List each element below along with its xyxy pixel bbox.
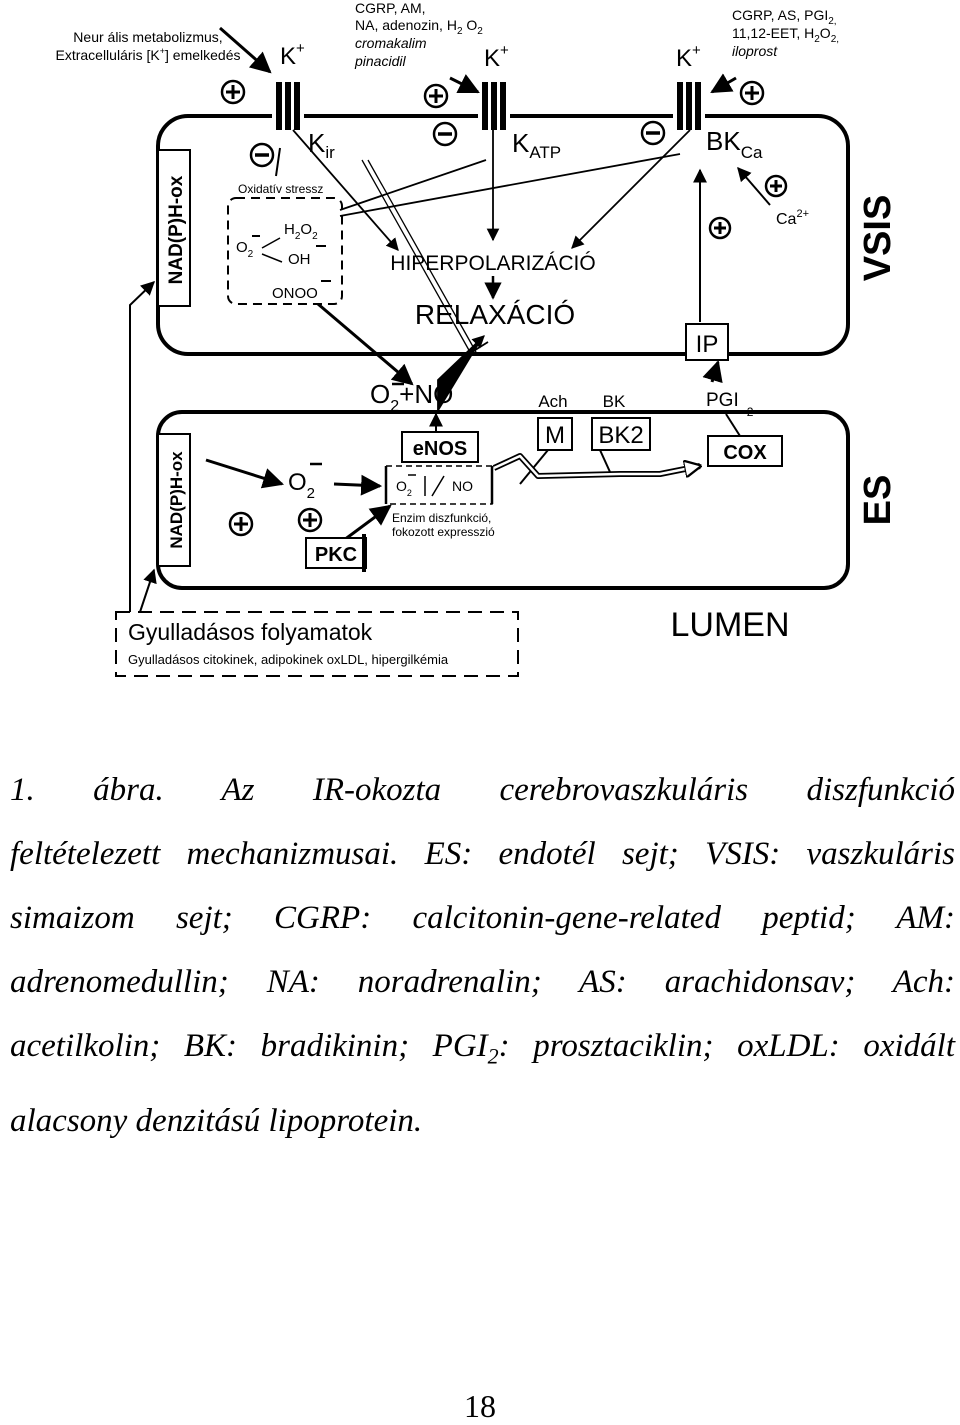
svg-text:CGRP, AS, PGI2,: CGRP, AS, PGI2, [732, 7, 837, 27]
katp-channel [478, 82, 510, 130]
mechanism-diagram: Neur ális metabolizmus, Extracelluláris … [55, 0, 899, 677]
es-label: ES [857, 475, 899, 526]
bk-ligand-label: BK [603, 392, 626, 411]
kir-label: Kir [308, 128, 335, 162]
figure-caption: 1. ábra. Az IR-okozta cerebrovaszkuláris… [10, 758, 955, 1153]
ip-receptor-box [685, 323, 729, 361]
svg-text:pinacidil: pinacidil [354, 53, 406, 69]
nadph-ox-label-bottom: NAD(P)H-ox [167, 451, 186, 549]
nadph-ox-label-top: NAD(P)H-ox [166, 175, 187, 284]
h2o2-label: H2O2 [284, 221, 318, 242]
minus-icon [249, 142, 275, 168]
pgi2-label: PGI2 [706, 390, 754, 419]
k-plus-label-2: K+ [484, 42, 509, 72]
k-plus-label-1: K+ [280, 40, 305, 70]
cox-label: COX [723, 442, 767, 464]
o2-minus-label: O2 [236, 239, 254, 260]
pkc-label: PKC [315, 544, 357, 566]
nadph-ox-box-bottom [157, 433, 191, 567]
kir-channel [272, 82, 304, 130]
plus-icon [297, 507, 323, 533]
plus-icon [220, 79, 246, 105]
enos-box [401, 431, 479, 463]
enzim-label-1: Enzim diszfunkció, [392, 511, 491, 525]
inflammation-box [115, 611, 519, 677]
minus-icon [640, 120, 666, 146]
ip-label: IP [696, 331, 719, 358]
m-receptor-label: M [545, 422, 565, 449]
oxidative-stress-box [227, 197, 343, 305]
top-mid-stimulus-label: CGRP, AM, NA, adenozin, H2 O2 cromakalim… [354, 0, 483, 69]
ach-label: Ach [538, 392, 567, 411]
bkca-channel [673, 82, 705, 130]
o2-minus-enos-label: O2 [396, 478, 412, 498]
katp-label: KATP [512, 128, 561, 162]
svg-text:cromakalim: cromakalim [355, 35, 427, 51]
plus-icon [228, 511, 254, 537]
plus-icon [423, 83, 449, 109]
caption-line-5: acetilkolin; BK: bradikinin; PGI2: prosz… [10, 1028, 955, 1069]
minus-icon [432, 121, 458, 147]
gyulladasos-subtitle: Gyulladásos citokinek, adipokinek oxLDL,… [128, 652, 449, 667]
no-enos-label: NO [452, 478, 473, 494]
relaxacio-label: RELAXÁCIÓ [415, 299, 575, 330]
vsis-label: VSIS [857, 195, 899, 282]
plus-icon [764, 174, 788, 198]
nadph-ox-box-top [157, 149, 191, 307]
svg-text:11,12-EET, H2O2,: 11,12-EET, H2O2, [732, 25, 839, 45]
gyulladasos-title: Gyulladásos folyamatok [128, 619, 373, 645]
caption-line-2: feltételezett mechanizmusai. ES: endotél… [10, 836, 955, 872]
onoo-minus-label: ONOO [272, 285, 318, 302]
hiperpolarizacio-label: HIPERPOLARIZÁCIÓ [390, 252, 595, 275]
pkc-box [305, 537, 367, 569]
ca-label: Ca2+ [776, 208, 809, 228]
caption-line-1: 1. ábra. Az IR-okozta cerebrovaszkuláris… [10, 772, 955, 808]
bkca-label: BKCa [706, 126, 763, 162]
page-number: 18 [464, 1388, 496, 1424]
caption-line-3: simaizom sejt; CGRP: calcitonin-gene-rel… [10, 900, 955, 936]
oh-minus-label: OH [288, 251, 311, 268]
k-plus-label-3: K+ [676, 42, 701, 72]
svg-text:iloprost: iloprost [732, 43, 778, 59]
enos-label: eNOS [413, 438, 467, 460]
bk2-receptor-label: BK2 [598, 422, 643, 449]
lumen-label: LUMEN [670, 606, 789, 644]
plus-icon [739, 80, 765, 106]
top-right-stimulus-label: CGRP, AS, PGI2, 11,12-EET, H2O2, ilopros… [732, 7, 839, 59]
oxidativ-stressz-label: Oxidatív stressz [238, 182, 323, 196]
caption-line-4: adrenomedullin; NA: noradrenalin; AS: ar… [10, 964, 955, 1000]
caption-line-6: alacsony denzitású lipoprotein. [10, 1102, 423, 1139]
top-left-stimulus-label: Neur ális metabolizmus, Extracelluláris … [55, 29, 240, 63]
svg-text:CGRP, AM,: CGRP, AM, [355, 0, 426, 16]
plus-icon [708, 216, 732, 240]
cox-box [707, 435, 783, 467]
bk2-receptor-box [591, 417, 651, 451]
enzim-label-2: fokozott expresszió [392, 525, 495, 539]
svg-text:NA, adenozin, H2 O2: NA, adenozin, H2 O2 [355, 17, 483, 37]
svg-text:Neur ális metabolizmus,: Neur ális metabolizmus, [73, 29, 222, 45]
m-receptor-box [537, 417, 573, 451]
svg-text:Extracelluláris [K+] emelkedés: Extracelluláris [K+] emelkedés [55, 46, 240, 63]
o2-minus-es-label: O2 [288, 469, 315, 502]
